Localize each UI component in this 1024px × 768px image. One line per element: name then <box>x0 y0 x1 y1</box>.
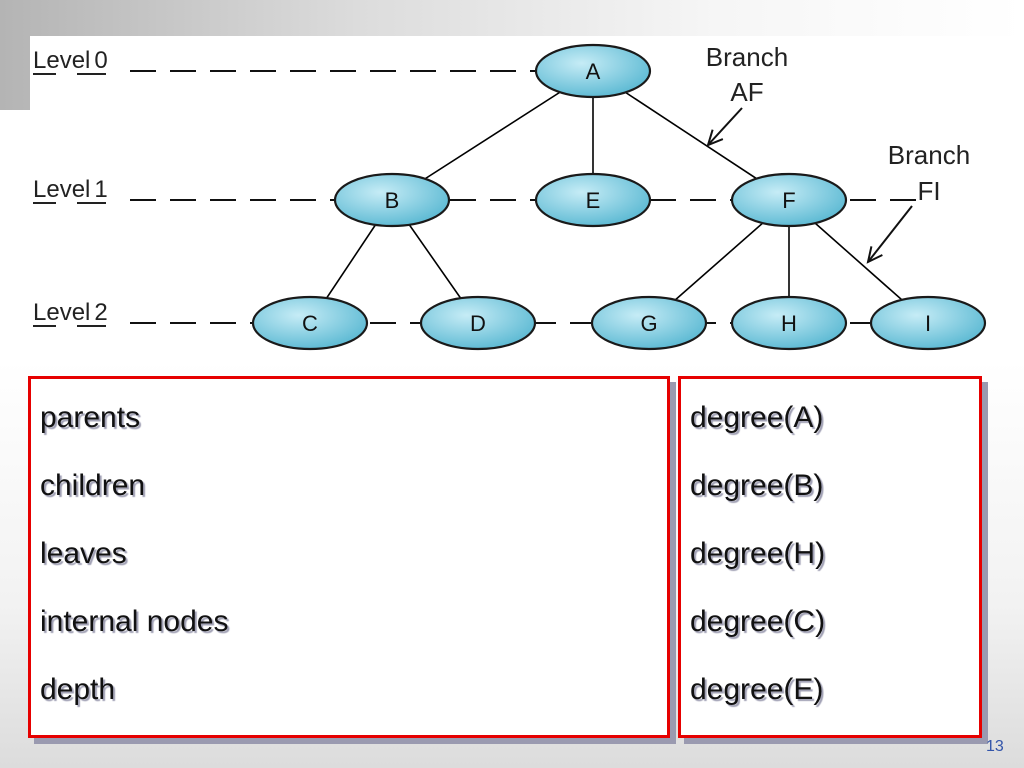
node-label: B <box>385 188 400 213</box>
node-ellipse <box>333 172 451 228</box>
terms-box: parents children leaves internal nodes d… <box>28 376 670 738</box>
node-ellipse <box>730 295 848 351</box>
degree-box: degree(A) degree(B) degree(H) degree(C) … <box>678 376 982 738</box>
node-ellipse <box>419 295 537 351</box>
arrow-branch-af <box>706 107 743 147</box>
node-ellipse <box>730 172 848 228</box>
arrow-branch-fi <box>866 205 913 264</box>
term-degree-h: degree(H) <box>690 537 826 570</box>
level-number: 1 <box>94 176 107 203</box>
node-i: I <box>869 295 987 351</box>
level-number: 2 <box>94 299 107 326</box>
node-label: I <box>925 311 931 336</box>
level-word: Level <box>33 176 90 203</box>
tree-nodes: A B E F C D G H I <box>251 43 987 351</box>
term-degree-b: degree(B) <box>690 469 824 502</box>
branch-name: AF <box>730 77 763 107</box>
node-label: C <box>302 311 318 336</box>
level-word: Level <box>33 299 90 326</box>
node-label: F <box>782 188 795 213</box>
level-word: Level <box>33 47 90 74</box>
term-children: children <box>40 469 146 502</box>
node-ellipse <box>534 43 652 99</box>
node-a: A <box>534 43 652 99</box>
branch-word: Branch <box>706 42 788 72</box>
node-b: B <box>333 172 451 228</box>
node-e: E <box>534 172 652 228</box>
branch-arrows <box>706 107 913 264</box>
term-degree-a: degree(A) <box>690 401 824 434</box>
page-number: 13 <box>986 738 1004 755</box>
term-degree-e: degree(E) <box>690 673 824 706</box>
term-internal-nodes: internal nodes <box>40 605 229 638</box>
node-h: H <box>730 295 848 351</box>
node-label: D <box>470 311 486 336</box>
node-label: H <box>781 311 797 336</box>
node-label: E <box>586 188 601 213</box>
arrow-shaft <box>867 205 913 263</box>
arrow-head <box>706 129 724 147</box>
node-ellipse <box>534 172 652 228</box>
node-f: F <box>730 172 848 228</box>
node-c: C <box>251 295 369 351</box>
node-ellipse <box>869 295 987 351</box>
node-ellipse <box>590 295 708 351</box>
branch-name: FI <box>917 176 940 206</box>
node-d: D <box>419 295 537 351</box>
level-number: 0 <box>94 47 107 74</box>
node-ellipse <box>251 295 369 351</box>
node-label: G <box>640 311 657 336</box>
branch-word: Branch <box>888 140 970 170</box>
term-depth: depth <box>40 673 116 706</box>
arrow-shaft <box>707 107 743 146</box>
term-parents: parents <box>40 401 141 434</box>
node-label: A <box>586 59 601 84</box>
arrow-head <box>866 246 883 264</box>
term-leaves: leaves <box>40 537 127 570</box>
node-g: G <box>590 295 708 351</box>
term-degree-c: degree(C) <box>690 605 826 638</box>
